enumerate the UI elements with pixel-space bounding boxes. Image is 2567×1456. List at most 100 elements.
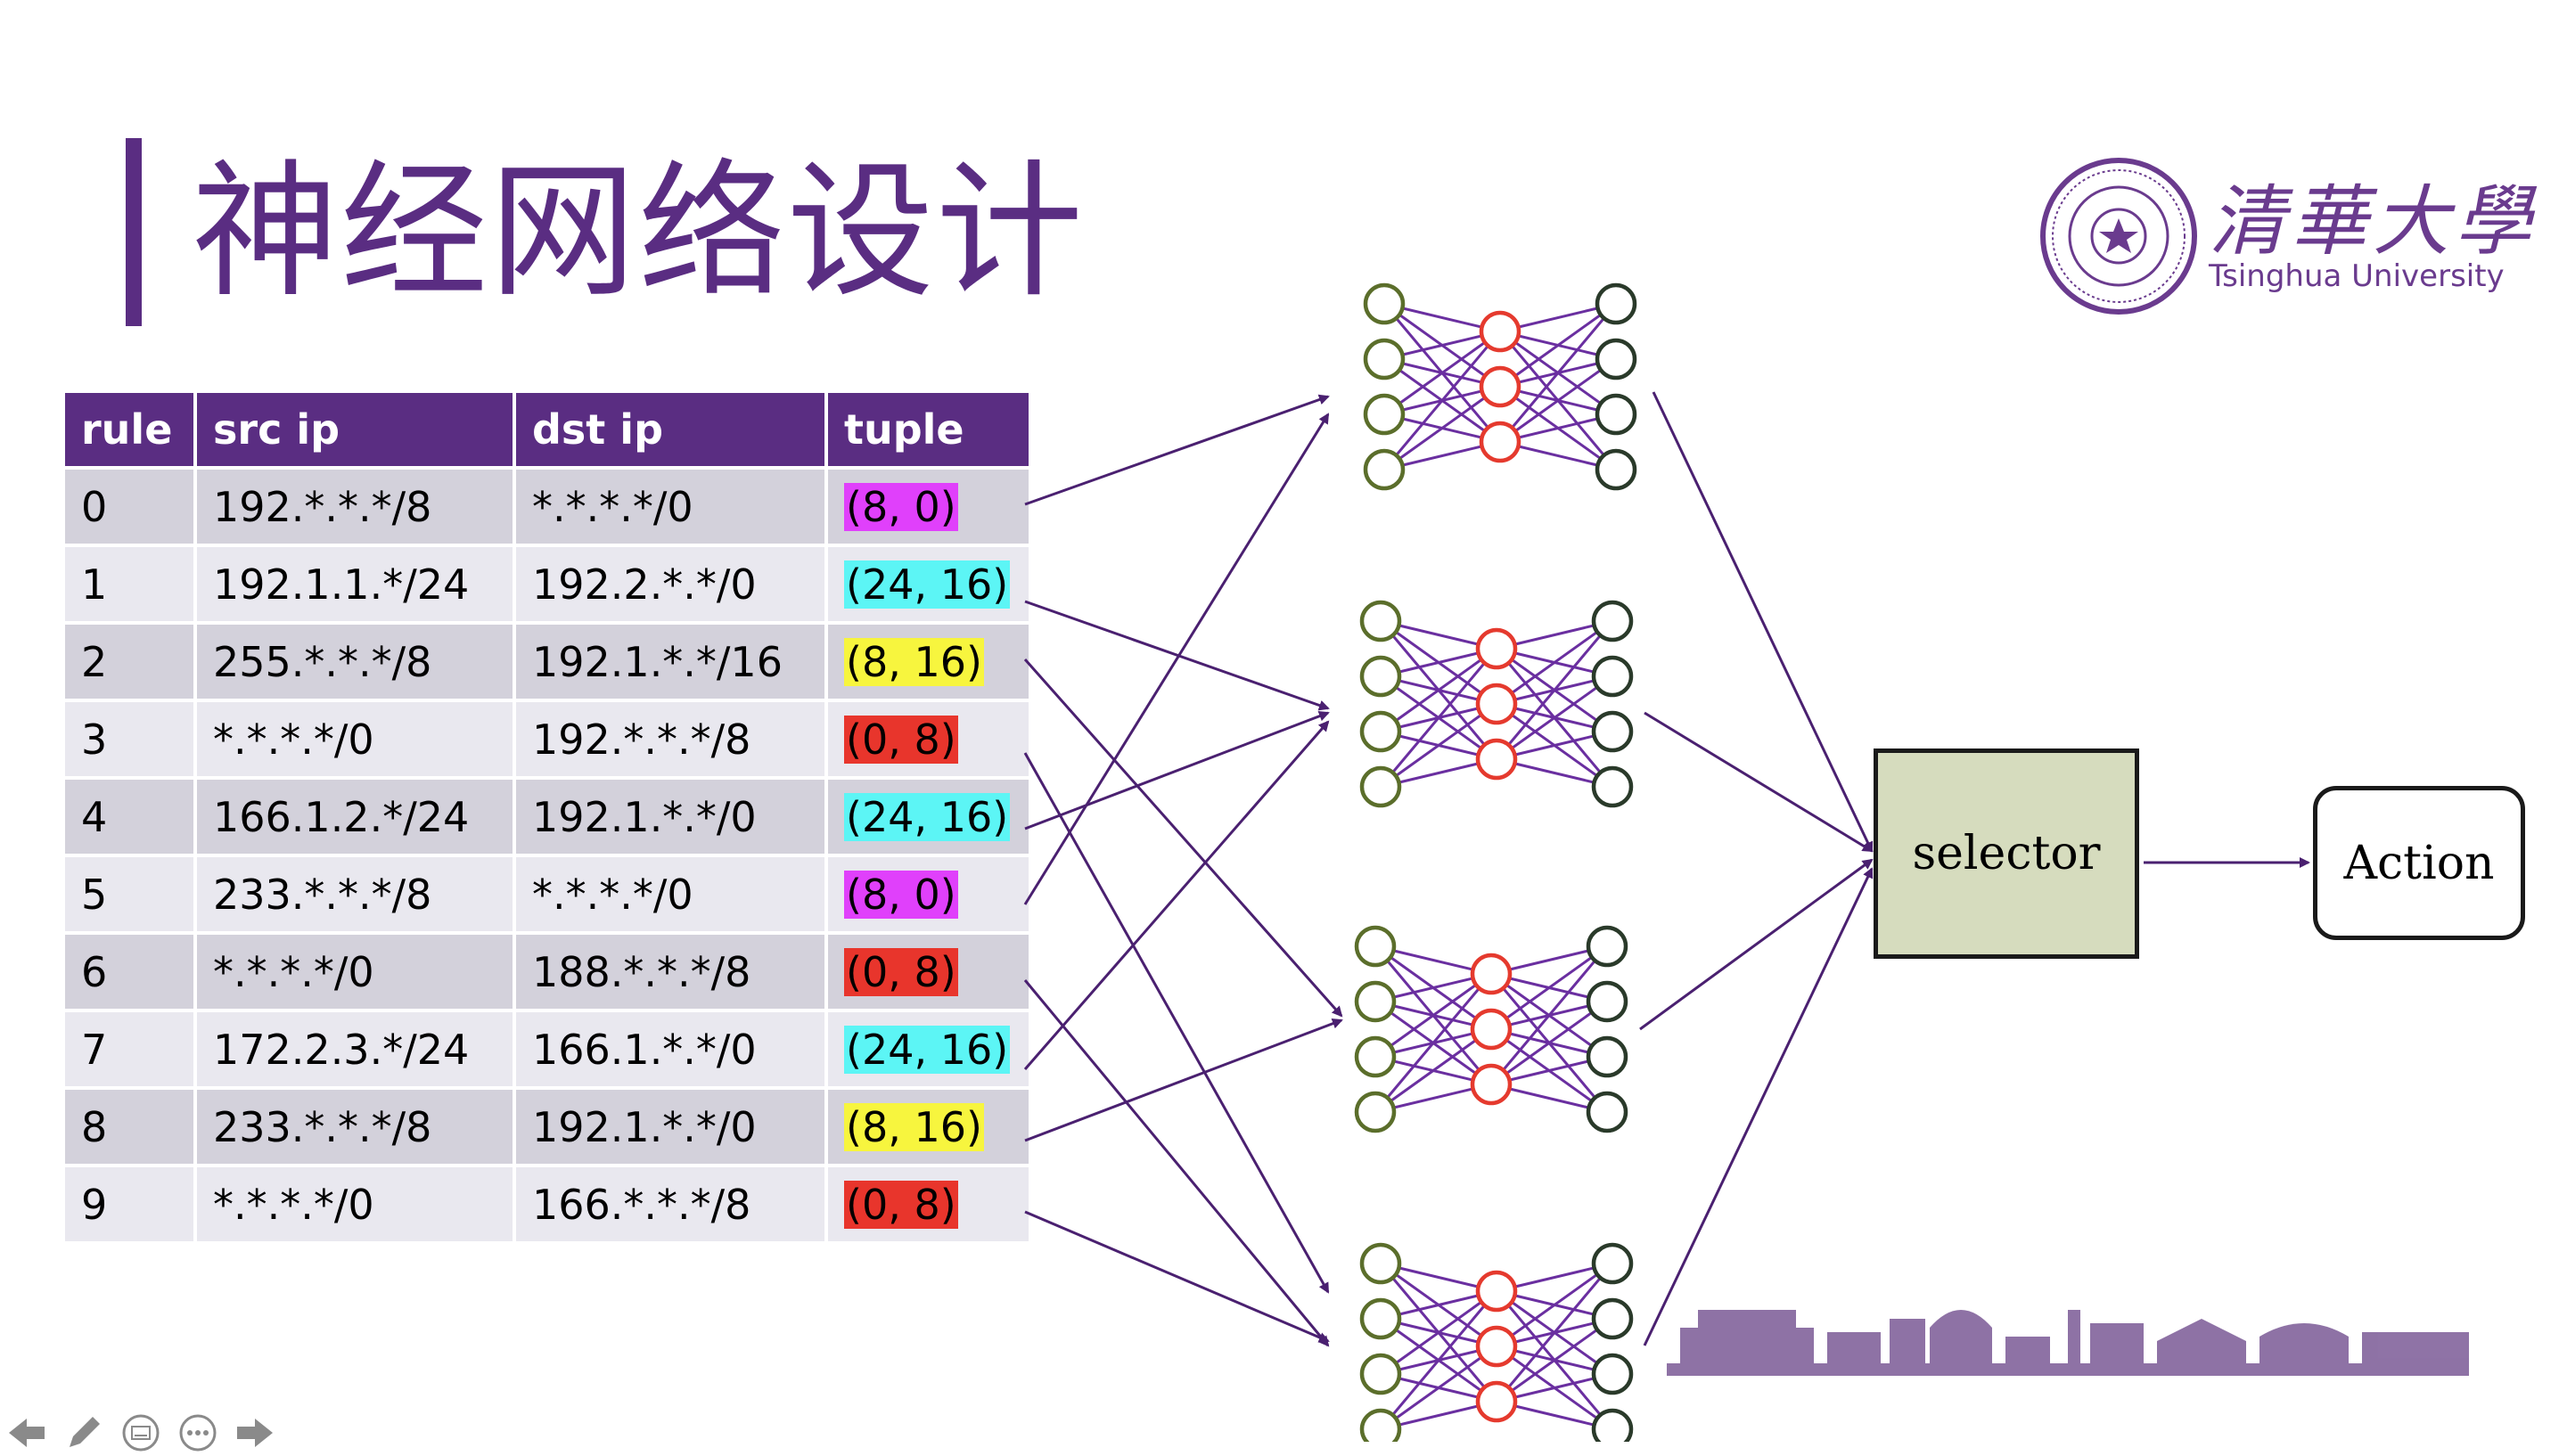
cell-tuple-text: (24, 16) bbox=[844, 1025, 1011, 1074]
cell-src-ip-text: 233.*.*.*/8 bbox=[213, 870, 432, 919]
rule-arrow bbox=[1024, 710, 1330, 830]
output-neuron bbox=[1595, 448, 1637, 491]
network-edge bbox=[1490, 945, 1608, 1031]
cell-tuple: (0, 8) bbox=[828, 1164, 1029, 1241]
cell-dst-ip-text: 192.1.*.*/0 bbox=[532, 1102, 757, 1151]
title-accent-bar bbox=[126, 138, 142, 326]
cell-src-ip: 255.*.*.*/8 bbox=[197, 621, 513, 699]
network-edge bbox=[1496, 675, 1613, 761]
hidden-neuron bbox=[1475, 1325, 1518, 1368]
rule-arrow bbox=[1024, 1210, 1330, 1343]
input-neuron bbox=[1359, 1297, 1402, 1340]
cell-rule-text: 0 bbox=[81, 482, 108, 531]
input-neuron bbox=[1359, 655, 1402, 698]
more-icon[interactable] bbox=[176, 1411, 219, 1454]
network-edge bbox=[1499, 357, 1617, 444]
cell-tuple: (24, 16) bbox=[828, 1009, 1029, 1086]
table-row: 2 255.*.*.*/8 192.1.*.*/16 (8, 16) bbox=[65, 621, 1029, 699]
cell-src-ip-text: 172.2.3.*/24 bbox=[213, 1025, 470, 1074]
network-edge bbox=[1379, 648, 1498, 788]
table-header-row: rule src ip dst ip tuple bbox=[65, 393, 1029, 466]
cell-dst-ip: *.*.*.*/0 bbox=[516, 854, 824, 931]
input-neuron bbox=[1363, 282, 1406, 325]
rule-arrow bbox=[1024, 394, 1330, 506]
hidden-neuron bbox=[1479, 365, 1521, 408]
cell-src-ip: 192.1.1.*/24 bbox=[197, 544, 513, 621]
output-neuron bbox=[1591, 710, 1634, 753]
cell-dst-ip-text: 192.1.*.*/16 bbox=[532, 637, 783, 686]
arrow-left-icon[interactable] bbox=[5, 1411, 48, 1454]
page-title: 神经网络设计 bbox=[192, 146, 1085, 317]
output-neuron bbox=[1591, 655, 1634, 698]
cell-rule-text: 5 bbox=[81, 870, 108, 919]
input-neuron bbox=[1354, 1035, 1397, 1078]
network-edge bbox=[1380, 702, 1497, 789]
cell-rule-text: 8 bbox=[81, 1102, 108, 1151]
hidden-neuron bbox=[1475, 1380, 1518, 1423]
hidden-neuron bbox=[1475, 683, 1518, 725]
network-edge bbox=[1380, 647, 1497, 733]
input-neuron bbox=[1354, 980, 1397, 1023]
cell-rule-text: 1 bbox=[81, 560, 108, 609]
network-edge bbox=[1496, 619, 1613, 706]
cell-dst-ip: 166.1.*.*/0 bbox=[516, 1009, 824, 1086]
cell-src-ip: 233.*.*.*/8 bbox=[197, 1086, 513, 1164]
cell-tuple-text: (24, 16) bbox=[844, 792, 1011, 841]
header-tuple: tuple bbox=[828, 393, 1029, 466]
pen-icon[interactable] bbox=[62, 1411, 105, 1454]
cell-src-ip-text: 255.*.*.*/8 bbox=[213, 637, 432, 686]
output-neuron bbox=[1595, 338, 1637, 380]
cell-src-ip-text: 233.*.*.*/8 bbox=[213, 1102, 432, 1151]
input-neuron bbox=[1359, 600, 1402, 642]
cell-dst-ip-text: 188.*.*.*/8 bbox=[532, 947, 751, 996]
output-neuron bbox=[1586, 1035, 1628, 1078]
cell-tuple: (8, 16) bbox=[828, 621, 1029, 699]
tsinghua-logo bbox=[2040, 158, 2197, 315]
table-row: 8 233.*.*.*/8 192.1.*.*/0 (8, 16) bbox=[65, 1086, 1029, 1164]
input-neuron bbox=[1359, 710, 1402, 753]
cell-src-ip-text: *.*.*.*/0 bbox=[213, 947, 374, 996]
network-to-selector-arrow bbox=[1643, 867, 1874, 1346]
cell-dst-ip: 166.*.*.*/8 bbox=[516, 1164, 824, 1241]
cell-dst-ip: *.*.*.*/0 bbox=[516, 466, 824, 544]
cell-rule: 0 bbox=[65, 466, 193, 544]
cell-rule-text: 2 bbox=[81, 637, 108, 686]
input-neuron bbox=[1359, 1353, 1402, 1395]
cell-src-ip: 166.1.2.*/24 bbox=[197, 776, 513, 854]
cell-tuple-text: (0, 8) bbox=[844, 715, 958, 764]
hidden-neuron bbox=[1475, 1270, 1518, 1313]
input-neuron bbox=[1354, 925, 1397, 968]
cell-tuple: (24, 16) bbox=[828, 544, 1029, 621]
input-neuron bbox=[1359, 1242, 1402, 1285]
output-neuron bbox=[1595, 282, 1637, 325]
network-edge bbox=[1380, 1289, 1497, 1376]
cell-src-ip-text: 166.1.2.*/24 bbox=[213, 792, 470, 841]
input-neuron bbox=[1363, 393, 1406, 436]
hidden-neuron bbox=[1470, 1008, 1513, 1051]
arrow-right-icon[interactable] bbox=[234, 1411, 276, 1454]
network-edge bbox=[1499, 302, 1617, 389]
output-neuron bbox=[1591, 1297, 1634, 1340]
cell-rule: 6 bbox=[65, 931, 193, 1009]
selector-box: selector bbox=[1874, 748, 2139, 959]
output-neuron bbox=[1591, 1408, 1634, 1442]
logo-english-name: Tsinghua University bbox=[2209, 258, 2505, 294]
rule-arrow bbox=[1023, 720, 1330, 1070]
cell-src-ip: 192.*.*.*/8 bbox=[197, 466, 513, 544]
cell-tuple: (8, 0) bbox=[828, 854, 1029, 931]
cell-dst-ip-text: 192.1.*.*/0 bbox=[532, 792, 757, 841]
cell-rule-text: 3 bbox=[81, 715, 108, 764]
cell-dst-ip: 192.*.*.*/8 bbox=[516, 699, 824, 776]
cell-rule-text: 6 bbox=[81, 947, 108, 996]
output-neuron bbox=[1586, 925, 1628, 968]
cell-tuple-text: (8, 16) bbox=[844, 1102, 984, 1151]
output-neuron bbox=[1591, 1242, 1634, 1285]
subtitles-icon[interactable] bbox=[119, 1411, 162, 1454]
network-edge bbox=[1498, 303, 1618, 443]
logo-chinese-name: 清華大學 bbox=[2209, 177, 2537, 266]
